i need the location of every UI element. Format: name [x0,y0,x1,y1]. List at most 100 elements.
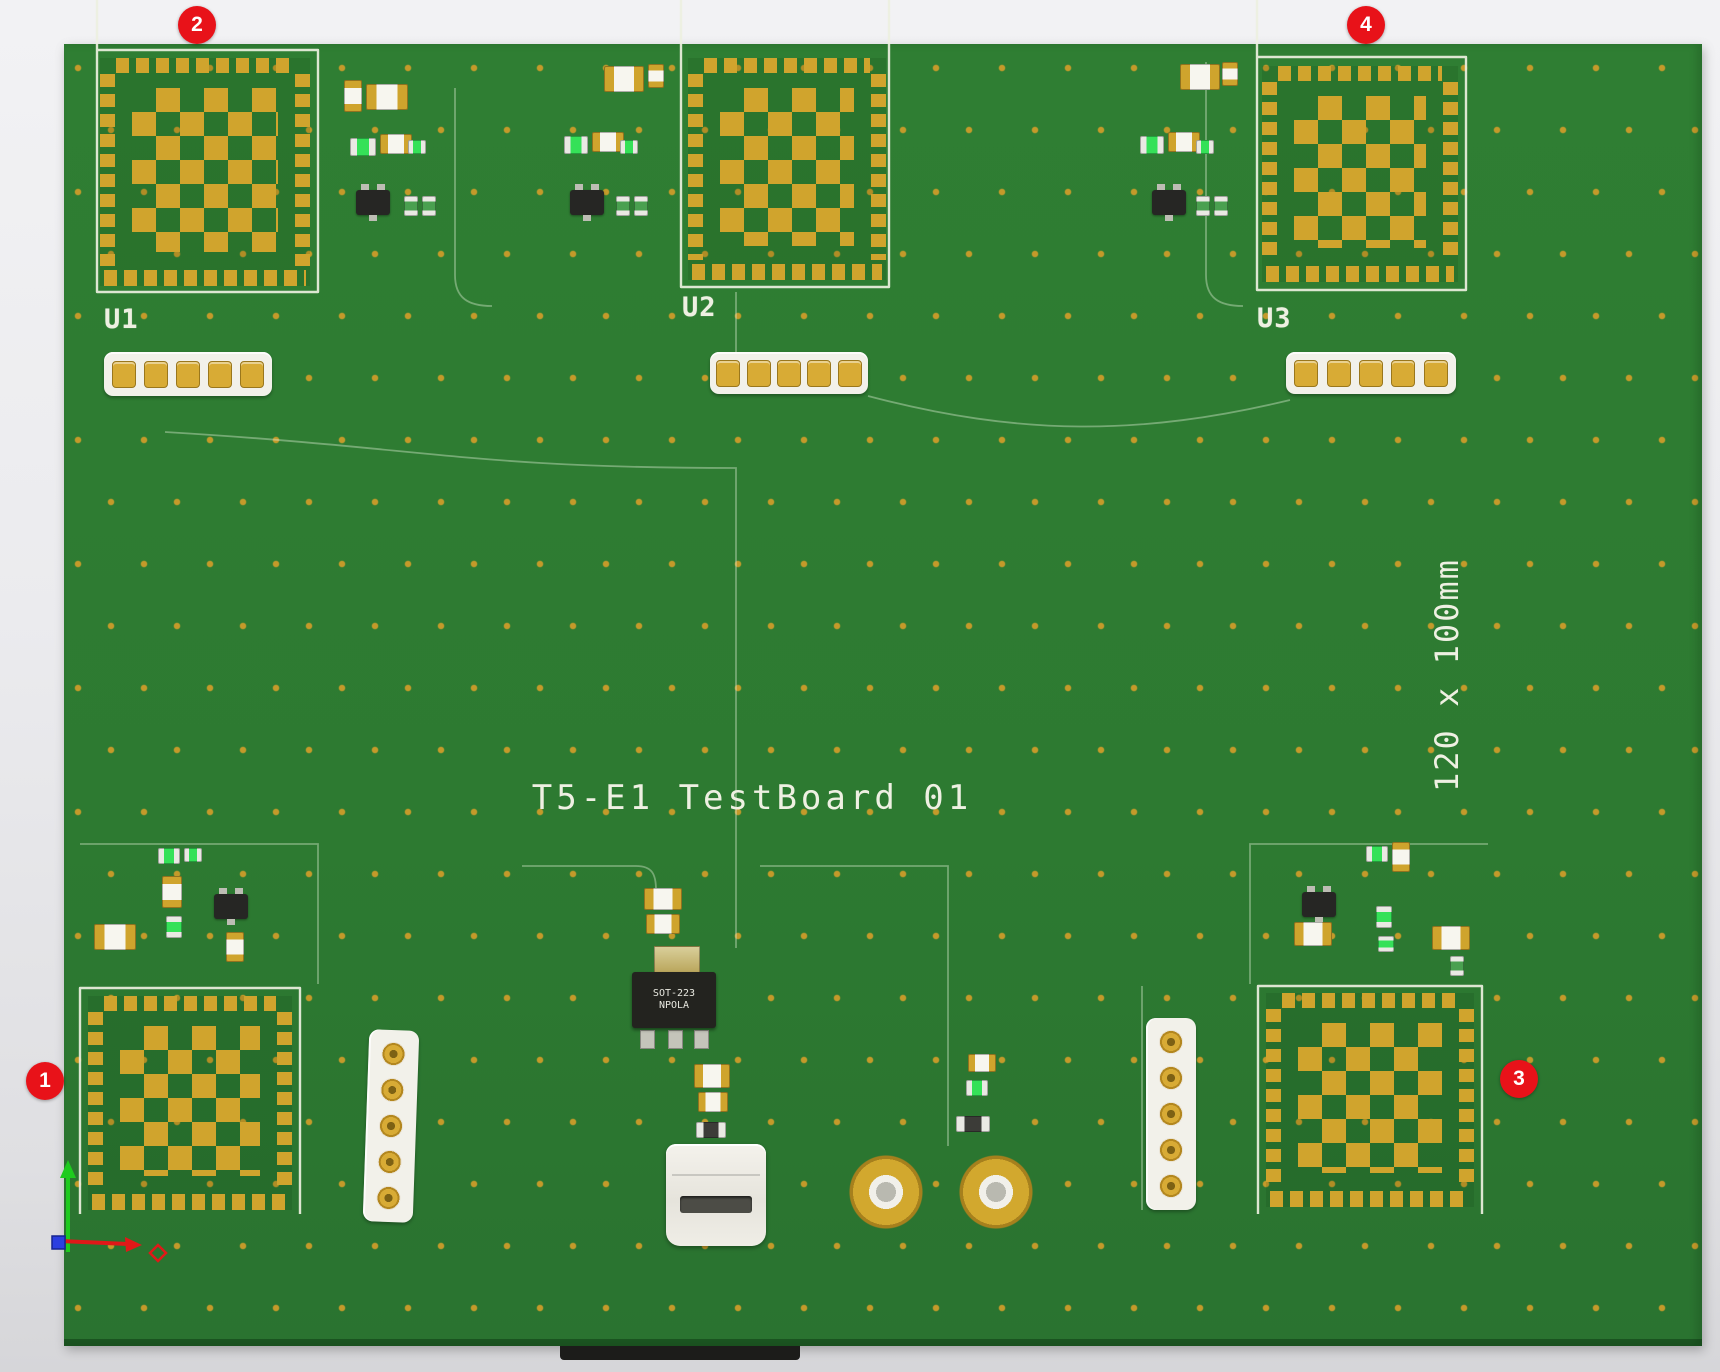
qfn-pad-row [1459,1009,1474,1187]
callout-4-badge: 4 [1347,6,1385,44]
callout-3-badge: 3 [1500,1060,1538,1098]
smd-resistor [968,1054,996,1072]
qfn-footprint-bottom-left [88,996,292,1210]
connector-hole [376,1185,401,1211]
callout-1-badge: 1 [26,1062,64,1100]
sot23-transistor [570,184,604,221]
connector-pin [776,359,801,387]
qfn-pad-row [704,58,870,73]
connector-hole [1159,1030,1183,1054]
smd-capacitor [1222,62,1238,86]
qfn-pad-row [92,1194,288,1210]
sot23-transistor [356,184,390,221]
smd-diode [696,1122,726,1138]
qfn-center-pads [120,1026,260,1176]
qfn-pad-row [1262,82,1277,262]
smd-capacitor [94,924,136,950]
sot223-marking-line1: SOT-223 [652,988,696,999]
board-title-silkscreen: T5-E1 TestBoard 01 [531,778,973,818]
connector-pin [240,360,264,388]
qfn-pad-row [1282,993,1458,1008]
callout-2-badge: 2 [178,6,216,44]
smd-led [350,138,376,156]
smd-led [166,916,182,938]
smd-led [620,140,638,154]
qfn-footprint-u1 [100,58,310,286]
connector-pin [144,360,168,388]
qfn-pad-row [295,74,310,266]
smd-capacitor [644,888,682,910]
qfn-pad-row [692,264,882,280]
smd-capacitor [366,84,408,110]
sot223-lead [668,1030,683,1049]
usb-seam [672,1174,760,1176]
connector-pin [1294,359,1319,387]
smd-led [184,848,202,862]
usb-slot [680,1196,752,1213]
qfn-footprint-u2 [688,58,886,280]
designator-u1: U1 [104,304,139,335]
smd-capacitor [604,66,644,92]
designator-u2: U2 [682,292,717,323]
smd-capacitor [1432,926,1470,950]
qfn-pad-row [1270,1191,1470,1207]
mounting-pad-right [958,1154,1034,1230]
smd-resistor [1450,956,1464,976]
connector-header-u2 [710,352,868,394]
smd-led [1378,936,1394,952]
smd-led [1376,906,1392,928]
qfn-pad-row [1266,1009,1281,1187]
sot223-lead [694,1030,709,1049]
connector-pin [1326,359,1351,387]
smd-led [1140,136,1164,154]
connector-hole [1159,1174,1183,1198]
sot223-marking-line2: NPOLA [658,1000,690,1011]
connector-hole [1159,1138,1183,1162]
connector-header-u1 [104,352,272,396]
qfn-footprint-u3 [1262,66,1458,282]
usb-edge-shadow [560,1346,800,1360]
qfn-center-pads [1298,1023,1442,1173]
smd-capacitor [344,80,362,112]
connector-pin [208,360,232,388]
connector-hole [377,1149,403,1175]
qfn-footprint-bottom-right [1266,993,1474,1207]
smd-led [1366,846,1388,862]
connector-hole [1159,1102,1183,1126]
connector-pin [1391,359,1416,387]
smd-resistor [422,196,436,216]
sot23-transistor [1152,184,1186,221]
connector-pin [176,360,200,388]
smd-capacitor [694,1064,730,1088]
connector-pin [746,359,771,387]
smd-led [408,140,426,154]
micro-usb-connector [666,1144,766,1246]
qfn-pad-row [1266,266,1454,282]
smd-led [158,848,180,864]
smd-resistor [404,196,418,216]
qfn-pad-row [116,58,294,73]
sot223-regulator: SOT-223 NPOLA [632,972,716,1028]
smd-capacitor [1180,64,1220,90]
connector-hole [378,1113,404,1139]
connector-pin [112,360,136,388]
sot23-transistor [1302,886,1336,923]
connector-vertical-left [362,1029,420,1223]
qfn-pad-row [277,1012,292,1190]
connector-header-u3 [1286,352,1456,394]
mounting-pad-left [848,1154,924,1230]
qfn-pad-row [104,996,276,1011]
smd-led [1196,140,1214,154]
connector-hole [381,1041,406,1067]
qfn-pad-row [88,1012,103,1190]
smd-capacitor [1294,922,1332,946]
qfn-center-pads [720,88,854,246]
qfn-center-pads [132,88,278,252]
smd-capacitor [162,876,182,908]
qfn-pad-row [1443,82,1458,262]
qfn-pad-row [688,74,703,260]
smd-led [966,1080,988,1096]
smd-capacitor [646,914,680,934]
qfn-pad-row [1278,66,1442,81]
